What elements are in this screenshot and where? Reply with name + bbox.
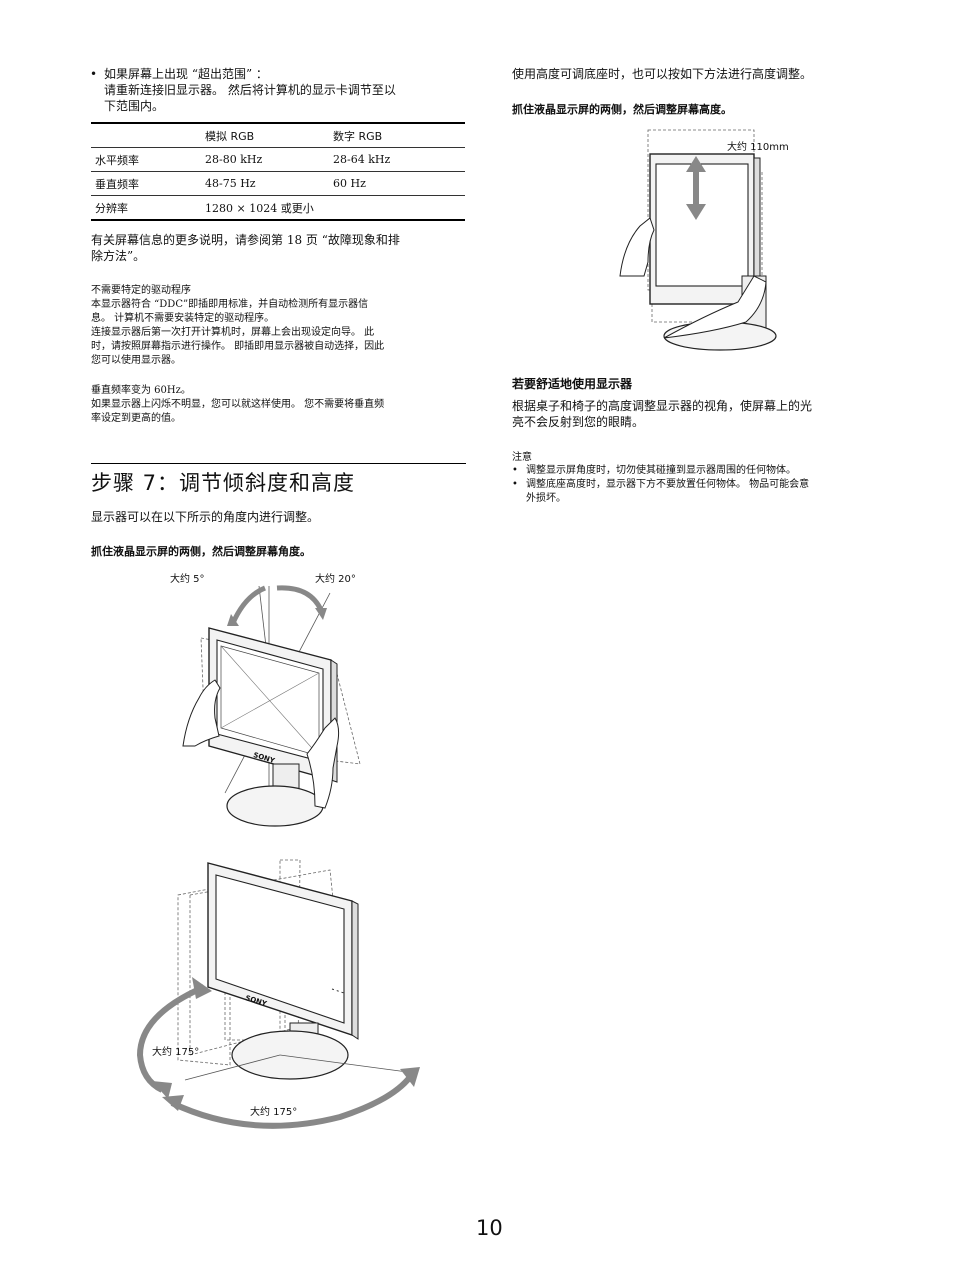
- section-divider: [91, 463, 466, 464]
- more-info-line2: 除方法”。: [91, 249, 146, 263]
- table-row: 垂直频率 48-75 Hz 60 Hz: [91, 171, 465, 196]
- signal-range-table: 模拟 RGB 数字 RGB 水平频率 28-80 kHz 28-64 kHz 垂…: [91, 122, 465, 221]
- swivel-illustration: SONY 大约 175° 大约 175°: [130, 855, 430, 1135]
- table-cell: 28-80 kHz: [197, 147, 329, 172]
- table-cell: 60 Hz: [329, 171, 465, 196]
- table-cell: 分辨率: [91, 195, 197, 221]
- notes-list: • 调整显示屏角度时，切勿使其碰撞到显示器周围的任何物体。 • 调整底座高度时，…: [512, 464, 892, 506]
- comfort-heading: 若要舒适地使用显示器: [512, 377, 633, 391]
- more-info-line1: 有关屏幕信息的更多说明，请参阅第 18 页 “故障现象和排: [91, 233, 400, 247]
- out-of-range-bullet: • 如果屏幕上出现 “超出范围” ： 请重新连接旧显示器。 然后将计算机的显示卡…: [90, 66, 470, 114]
- no-driver-line: 垂直频率变为 60Hz。: [91, 385, 191, 396]
- no-driver-line: 如果显示器上闪烁不明显，您可以就这样使用。 您不需要将垂直频: [91, 399, 385, 410]
- no-driver-line: 连接显示器后第一次打开计算机时，屏幕上会出现设定向导。 此: [91, 327, 375, 338]
- note-item1: 调整显示屏角度时，切勿使其碰撞到显示器周围的任何物体。: [526, 465, 796, 476]
- table-header-row: 模拟 RGB 数字 RGB: [91, 122, 465, 148]
- table-row: 分辨率 1280 × 1024 或更小: [91, 195, 465, 221]
- out-of-range-line3: 下范围内。: [104, 99, 165, 113]
- list-item: • 调整底座高度时，显示器下方不要放置任何物体。 物品可能会意: [512, 478, 892, 492]
- swivel-bottom-label: 大约 175°: [250, 1107, 298, 1118]
- swivel-left-label: 大约 175°: [152, 1047, 200, 1058]
- comfort-paragraph: 根据桌子和椅子的高度调整显示器的视角，使屏幕上的光 亮不会反射到您的眼睛。: [512, 398, 892, 430]
- table-cell: 48-75 Hz: [197, 171, 329, 196]
- step7-intro: 显示器可以在以下所示的角度内进行调整。: [91, 510, 320, 524]
- no-driver-heading: 不需要特定的驱动程序: [91, 285, 191, 296]
- table-header-cell: 模拟 RGB: [197, 122, 329, 148]
- tilt-forward-label: 大约 20°: [315, 574, 356, 585]
- height-intro: 使用高度可调底座时，也可以按如下方法进行高度调整。: [512, 67, 813, 81]
- no-driver-section: 不需要特定的驱动程序 本显示器符合 “DDC”即插即用标准，并自动检测所有显示器…: [91, 284, 471, 426]
- step7-title: 步骤 7：调节倾斜度和高度: [91, 471, 356, 495]
- table-cell: 水平频率: [91, 147, 197, 172]
- height-illustration: 大约 110mm: [614, 126, 799, 358]
- table-cell: 垂直频率: [91, 171, 197, 196]
- notes-heading: 注意: [512, 452, 532, 463]
- table-row: 水平频率 28-80 kHz 28-64 kHz: [91, 147, 465, 172]
- tilt-back-label: 大约 5°: [170, 574, 205, 585]
- table-cell: 1280 × 1024 或更小: [197, 195, 465, 221]
- note-item2-line1: 调整底座高度时，显示器下方不要放置任何物体。 物品可能会意: [526, 479, 810, 490]
- note-item2-line2: 外损坏。: [526, 493, 566, 504]
- no-driver-line: 息。 计算机不需要安装特定的驱动程序。: [91, 313, 275, 324]
- comfort-line1: 根据桌子和椅子的高度调整显示器的视角，使屏幕上的光: [512, 399, 813, 413]
- more-info-paragraph: 有关屏幕信息的更多说明，请参阅第 18 页 “故障现象和排 除方法”。: [91, 232, 471, 264]
- height-range-label: 大约 110mm: [727, 142, 789, 153]
- tilt-illustration: SONY 大约 5° 大约 20°: [165, 568, 395, 830]
- height-instruction: 抓住液晶显示屏的两侧，然后调整屏幕高度。: [512, 103, 732, 116]
- bullet-dot: •: [512, 479, 518, 490]
- no-driver-line: 时，请按照屏幕指示进行操作。 即插即用显示器被自动选择，因此: [91, 341, 385, 352]
- step7-instruction: 抓住液晶显示屏的两侧，然后调整屏幕角度。: [91, 545, 311, 558]
- out-of-range-line2: 请重新连接旧显示器。 然后将计算机的显示卡调节至以: [104, 83, 396, 97]
- table-header-cell: 数字 RGB: [329, 122, 465, 148]
- bullet-dot: •: [90, 67, 98, 81]
- no-driver-line: 率设定到更高的值。: [91, 413, 181, 424]
- no-driver-line: 您可以使用显示器。: [91, 355, 181, 366]
- table-cell: 28-64 kHz: [329, 147, 465, 172]
- table-header-cell: [91, 122, 197, 148]
- bullet-dot: •: [512, 465, 518, 476]
- page-number: 10: [476, 1216, 503, 1240]
- out-of-range-line1: 如果屏幕上出现 “超出范围” ：: [104, 67, 268, 81]
- comfort-line2: 亮不会反射到您的眼睛。: [512, 415, 645, 429]
- list-item: • 调整显示屏角度时，切勿使其碰撞到显示器周围的任何物体。: [512, 464, 892, 478]
- no-driver-line: 本显示器符合 “DDC”即插即用标准，并自动检测所有显示器信: [91, 299, 369, 310]
